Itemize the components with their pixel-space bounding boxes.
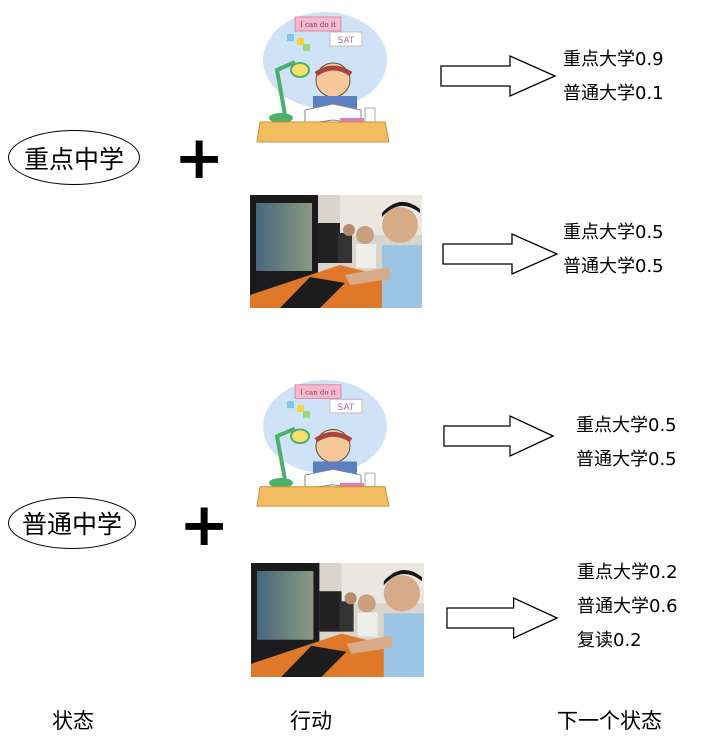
svg-text:I can do it: I can do it <box>300 389 336 397</box>
outcome-item: 重点大学0.2 <box>577 562 678 583</box>
outcome-item: 普通大学0.5 <box>576 449 677 470</box>
state-label: 重点中学 <box>23 144 124 174</box>
outcome-list: 重点大学0.2 普通大学0.6 复读0.2 <box>577 556 678 658</box>
arrow-right-icon <box>446 597 559 639</box>
outcome-item: 普通大学0.6 <box>577 596 678 617</box>
state-label: 普通中学 <box>21 510 122 539</box>
svg-text:I can do it: I can do it <box>300 21 336 29</box>
outcome-item: 重点大学0.9 <box>563 49 664 70</box>
gaming-photo-image <box>251 563 424 677</box>
arrow-right-icon <box>443 415 555 457</box>
outcome-item: 重点大学0.5 <box>563 222 664 243</box>
svg-text:SAT: SAT <box>338 36 355 46</box>
arrow-right-icon <box>440 55 557 97</box>
outcome-item: 复读0.2 <box>577 630 642 651</box>
outcome-list: 重点大学0.5 普通大学0.5 <box>576 409 677 477</box>
column-label-next-state: 下一个状态 <box>557 709 662 733</box>
plus-sign: + <box>174 123 225 193</box>
outcome-item: 普通大学0.5 <box>563 256 664 277</box>
column-label-action: 行动 <box>290 709 332 733</box>
outcome-item: 重点大学0.5 <box>576 415 677 436</box>
arrow-right-icon <box>442 233 559 275</box>
study-cartoon-image: I can do it SAT <box>255 10 390 147</box>
state-key-high-school: 重点中学 <box>8 130 140 185</box>
svg-text:SAT: SAT <box>338 403 355 413</box>
outcome-list: 重点大学0.9 普通大学0.1 <box>563 43 664 111</box>
study-cartoon-image: I can do it SAT <box>255 378 390 511</box>
gaming-photo-image <box>250 195 422 308</box>
state-normal-high-school: 普通中学 <box>8 497 136 549</box>
outcome-item: 普通大学0.1 <box>563 83 664 104</box>
plus-sign: + <box>179 490 230 560</box>
column-label-state: 状态 <box>52 709 94 733</box>
outcome-list: 重点大学0.5 普通大学0.5 <box>563 216 664 284</box>
